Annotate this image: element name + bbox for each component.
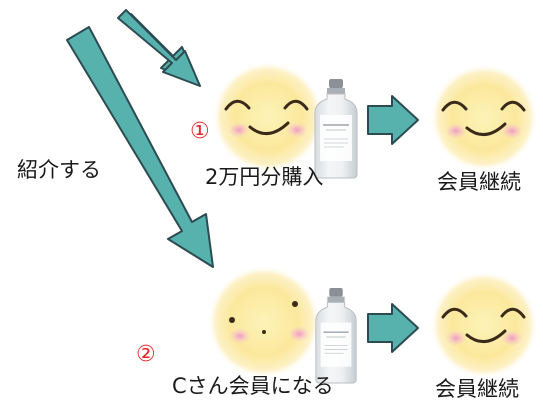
introduce-label: 紹介する <box>17 158 101 182</box>
arrow-to-continue-top <box>367 95 419 145</box>
purchase-label: 2万円分購入 <box>205 165 324 189</box>
continue-label-top: 会員継続 <box>437 170 521 194</box>
step-number-two: ② <box>136 342 156 367</box>
smiling-face-icon <box>430 271 538 379</box>
arrow-to-introduce <box>66 26 214 268</box>
neutral-face-icon <box>207 265 321 379</box>
become-member-label: Cさん会員になる <box>172 374 334 398</box>
step-number-one: ① <box>190 119 210 144</box>
smiling-face-icon <box>212 61 324 173</box>
bottle-icon <box>315 287 357 384</box>
bottle-icon <box>314 79 358 179</box>
arrow-to-continue-bottom <box>367 303 419 353</box>
arrow-to-purchase <box>117 9 201 87</box>
continue-label-bottom: 会員継続 <box>435 377 519 401</box>
smiling-face-icon <box>430 64 538 172</box>
